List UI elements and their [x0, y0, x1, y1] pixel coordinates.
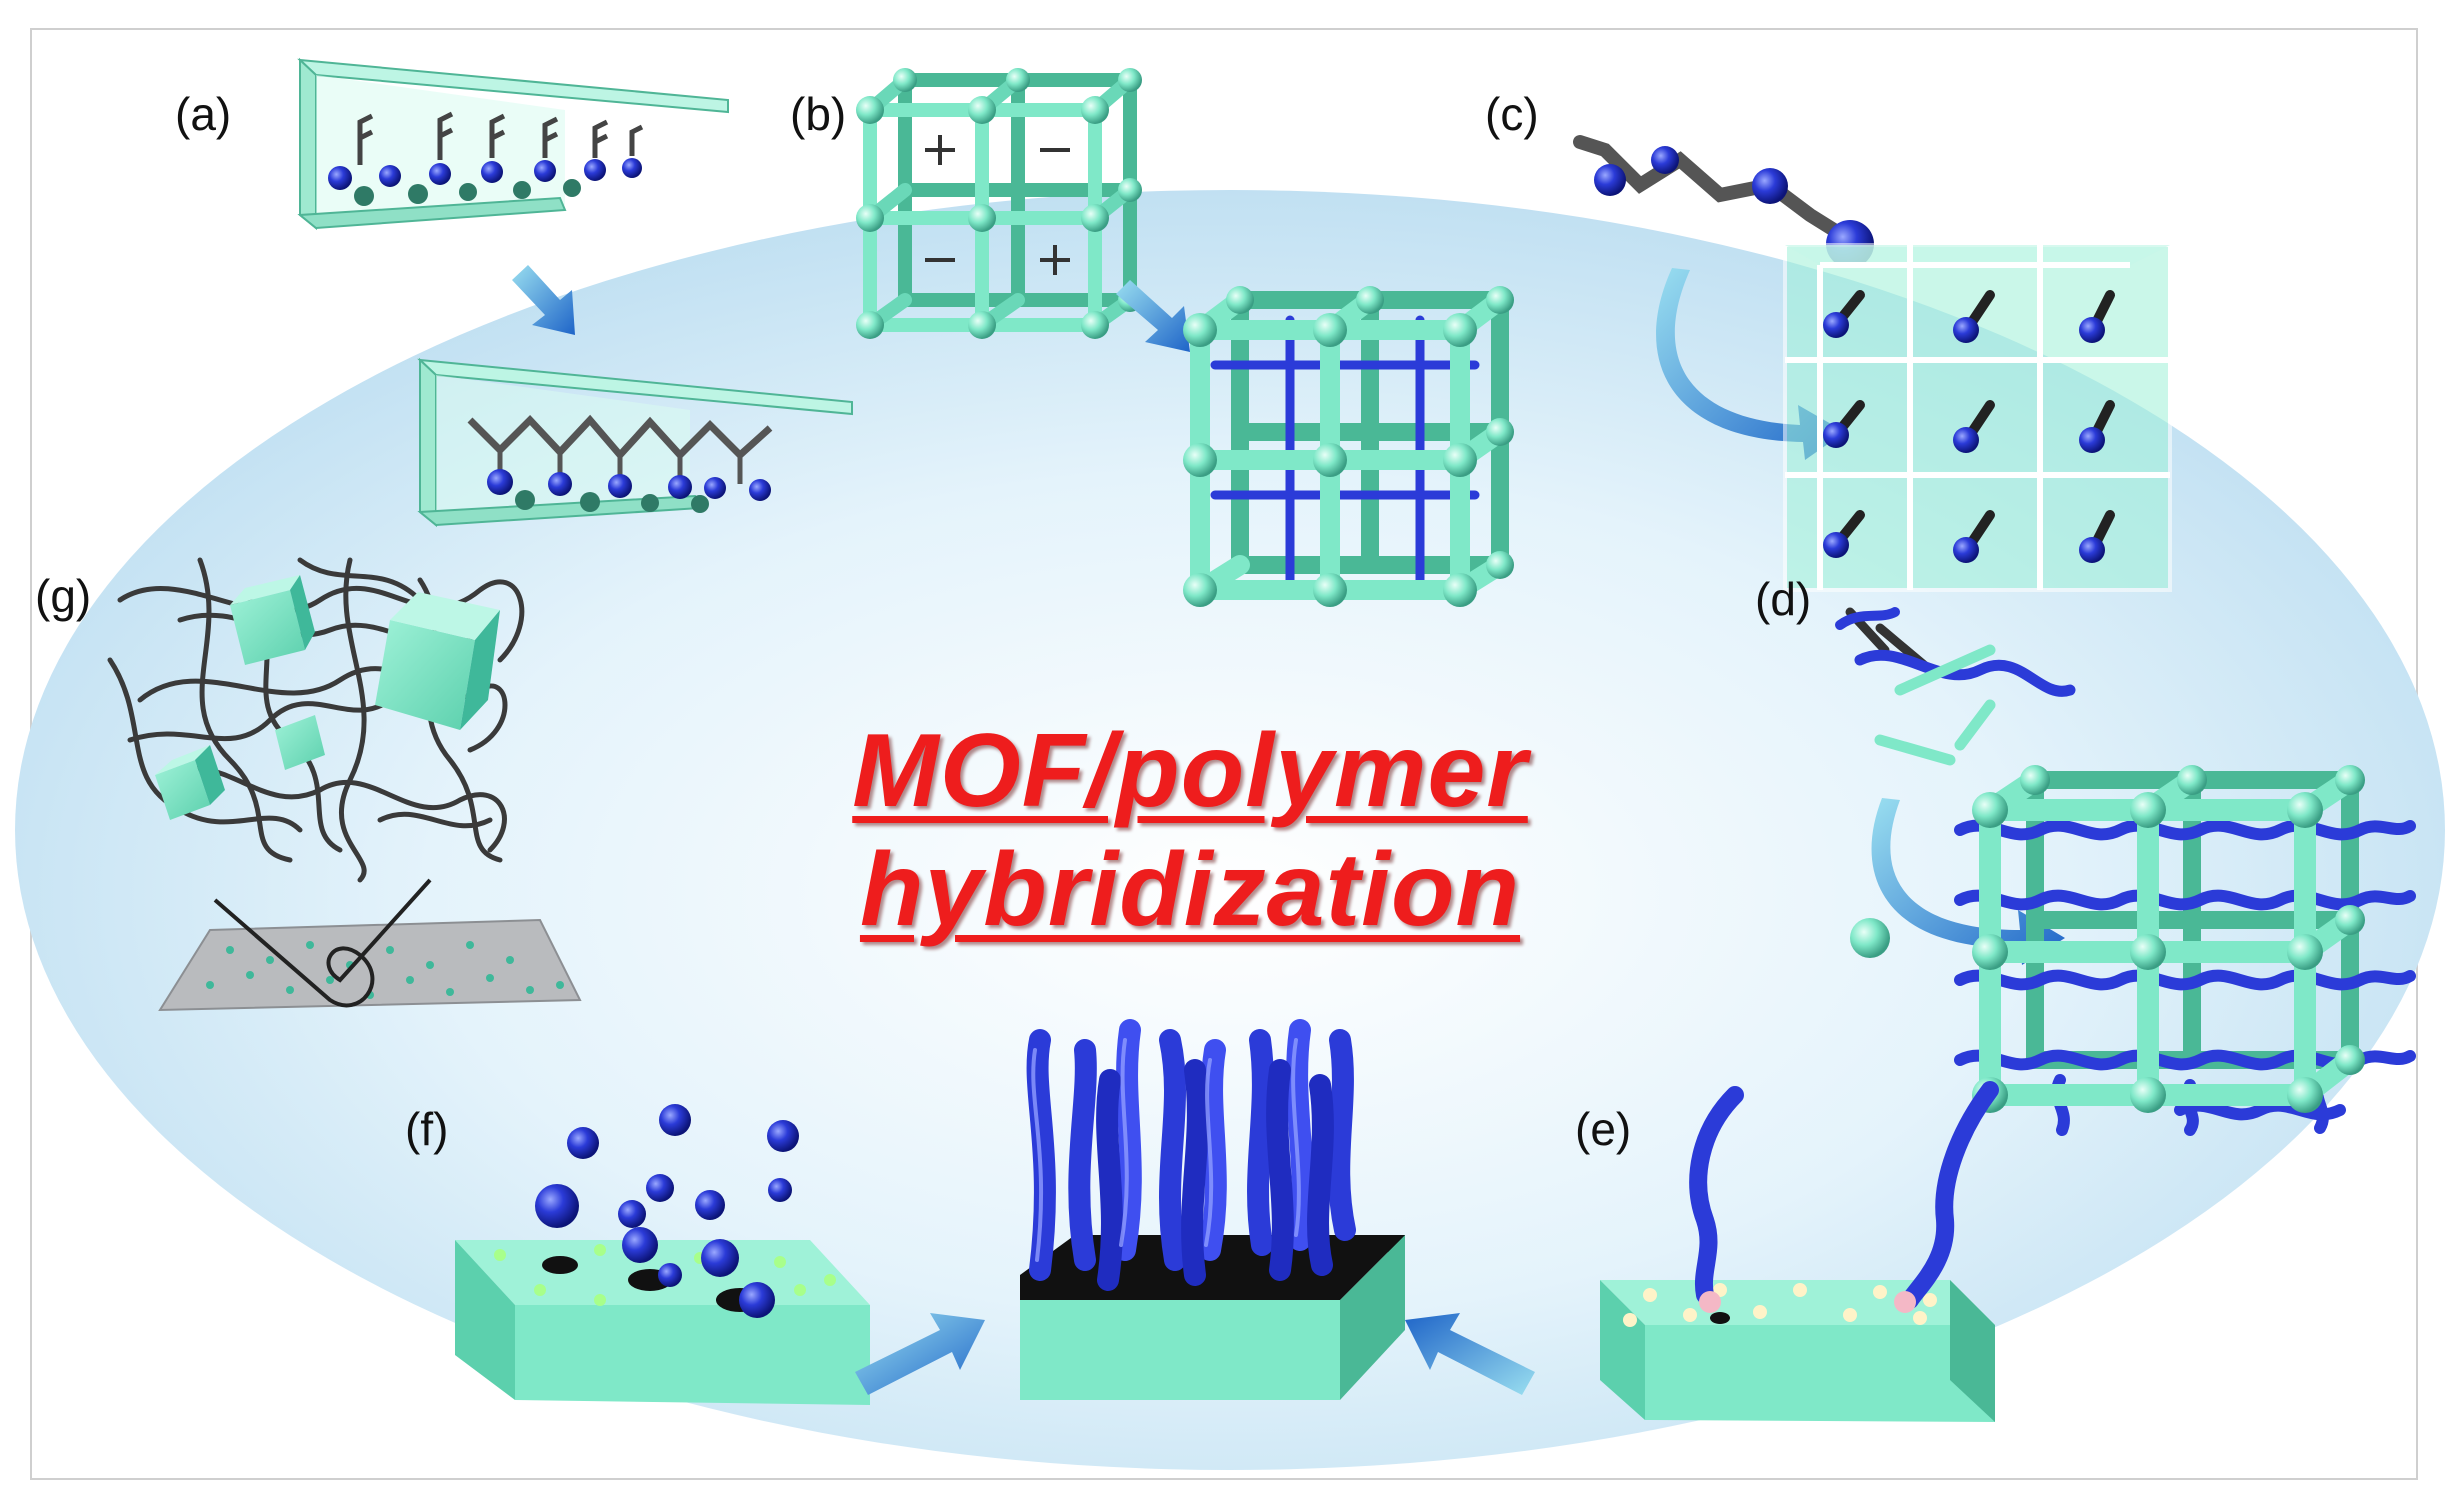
panel-b-arrow [1116, 280, 1190, 352]
panel-label-a: (a) [175, 88, 231, 140]
panel-label-g: (g) [35, 570, 91, 622]
panel-f-arrow [855, 1313, 985, 1395]
panel-a-arrow [512, 265, 575, 335]
center-polymer-brushes [1026, 1019, 1356, 1291]
panel-b-guest-chains [925, 135, 1070, 275]
panel-a-bottom-channel [417, 357, 853, 528]
panel-g-membrane [158, 878, 582, 1012]
panel-d-linkers [1835, 607, 2076, 766]
panel-b-hybrid-nodes [1183, 286, 1514, 607]
panel-e-substrate [1600, 1280, 1995, 1422]
panel-c-curved-arrow [1656, 268, 1845, 460]
panel-e-arrow [1405, 1313, 1535, 1395]
panel-label-b: (b) [790, 88, 846, 140]
panel-d-mof-node [1850, 918, 1890, 958]
panel-c-mof-box [1783, 243, 2172, 592]
panel-f-substrate [455, 1240, 870, 1405]
panel-b-nodes [856, 68, 1142, 339]
panel-label-d: (d) [1755, 573, 1811, 625]
panel-label-e: (e) [1575, 1103, 1631, 1155]
panel-d-curved-arrow [1871, 798, 2065, 965]
panel-label-c: (c) [1485, 88, 1539, 140]
diagram-title: MOF/polymer hybridization [852, 713, 1528, 948]
panel-e-grafted-chains [1689, 1081, 1999, 1324]
panel-label-f: (f) [405, 1103, 448, 1155]
panel-g-mof-cubes [155, 575, 500, 820]
center-brush-highlights [1031, 1038, 1301, 1262]
panel-f-particles [535, 1104, 799, 1318]
panel-a-top-channel [297, 57, 729, 231]
